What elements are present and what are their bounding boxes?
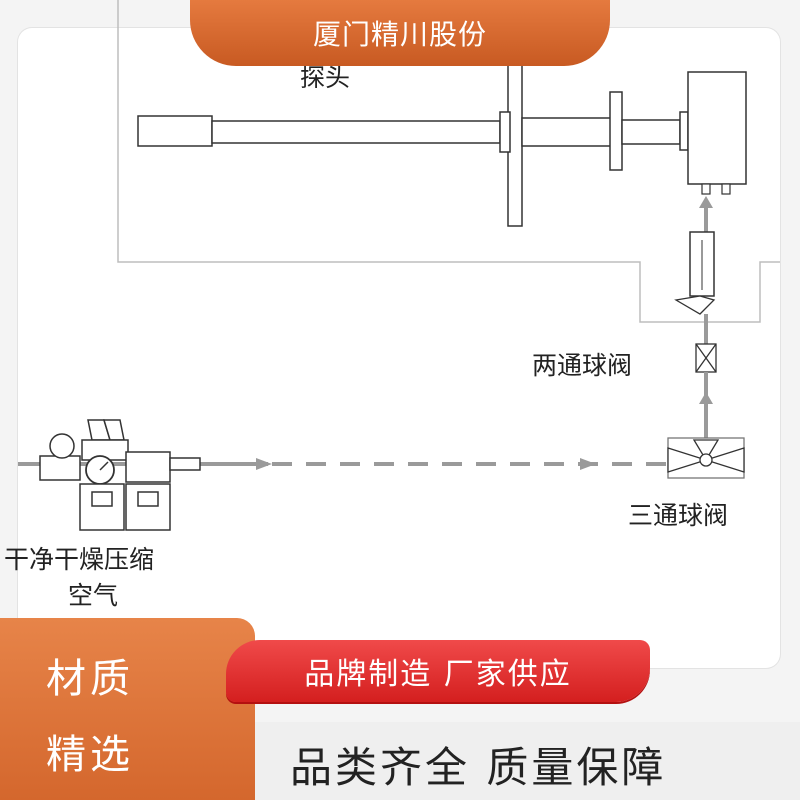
quality-line-2: 精选	[46, 732, 134, 778]
flowmeter	[674, 231, 716, 315]
probe-stem	[621, 119, 681, 145]
probe-assembly	[137, 59, 747, 227]
enclosure-outline	[117, 0, 780, 323]
quality-panel: 材质 精选	[0, 618, 255, 800]
quality-line-1: 材质	[46, 656, 134, 702]
three-way-valve-label: 三通球阀	[628, 501, 729, 530]
promo-band: 材质 精选 品牌制造 厂家供应 品类齐全 质量保障	[0, 600, 800, 800]
two-way-valve-symbol	[695, 343, 717, 373]
probe-label: 探头	[300, 63, 351, 92]
brand-banner: 品牌制造 厂家供应	[226, 640, 650, 702]
promo-background	[200, 722, 800, 800]
air-source-label-line1: 干净干燥压缩	[4, 545, 155, 574]
brand-header: 厦门精川股份	[190, 0, 610, 66]
probe-tip	[137, 115, 213, 147]
guarantee-text: 品类齐全 质量保障	[290, 743, 667, 792]
probe-collar	[499, 111, 511, 153]
filter-regulator-unit	[39, 419, 201, 531]
three-way-valve-symbol	[667, 437, 745, 479]
two-way-valve-label: 两通球阀	[532, 351, 633, 380]
air-source-label-line2: 空气	[68, 581, 119, 610]
junction-box	[687, 71, 747, 185]
probe-flange-2	[609, 91, 623, 171]
probe-tube	[211, 120, 501, 144]
probe-neck	[521, 117, 613, 147]
